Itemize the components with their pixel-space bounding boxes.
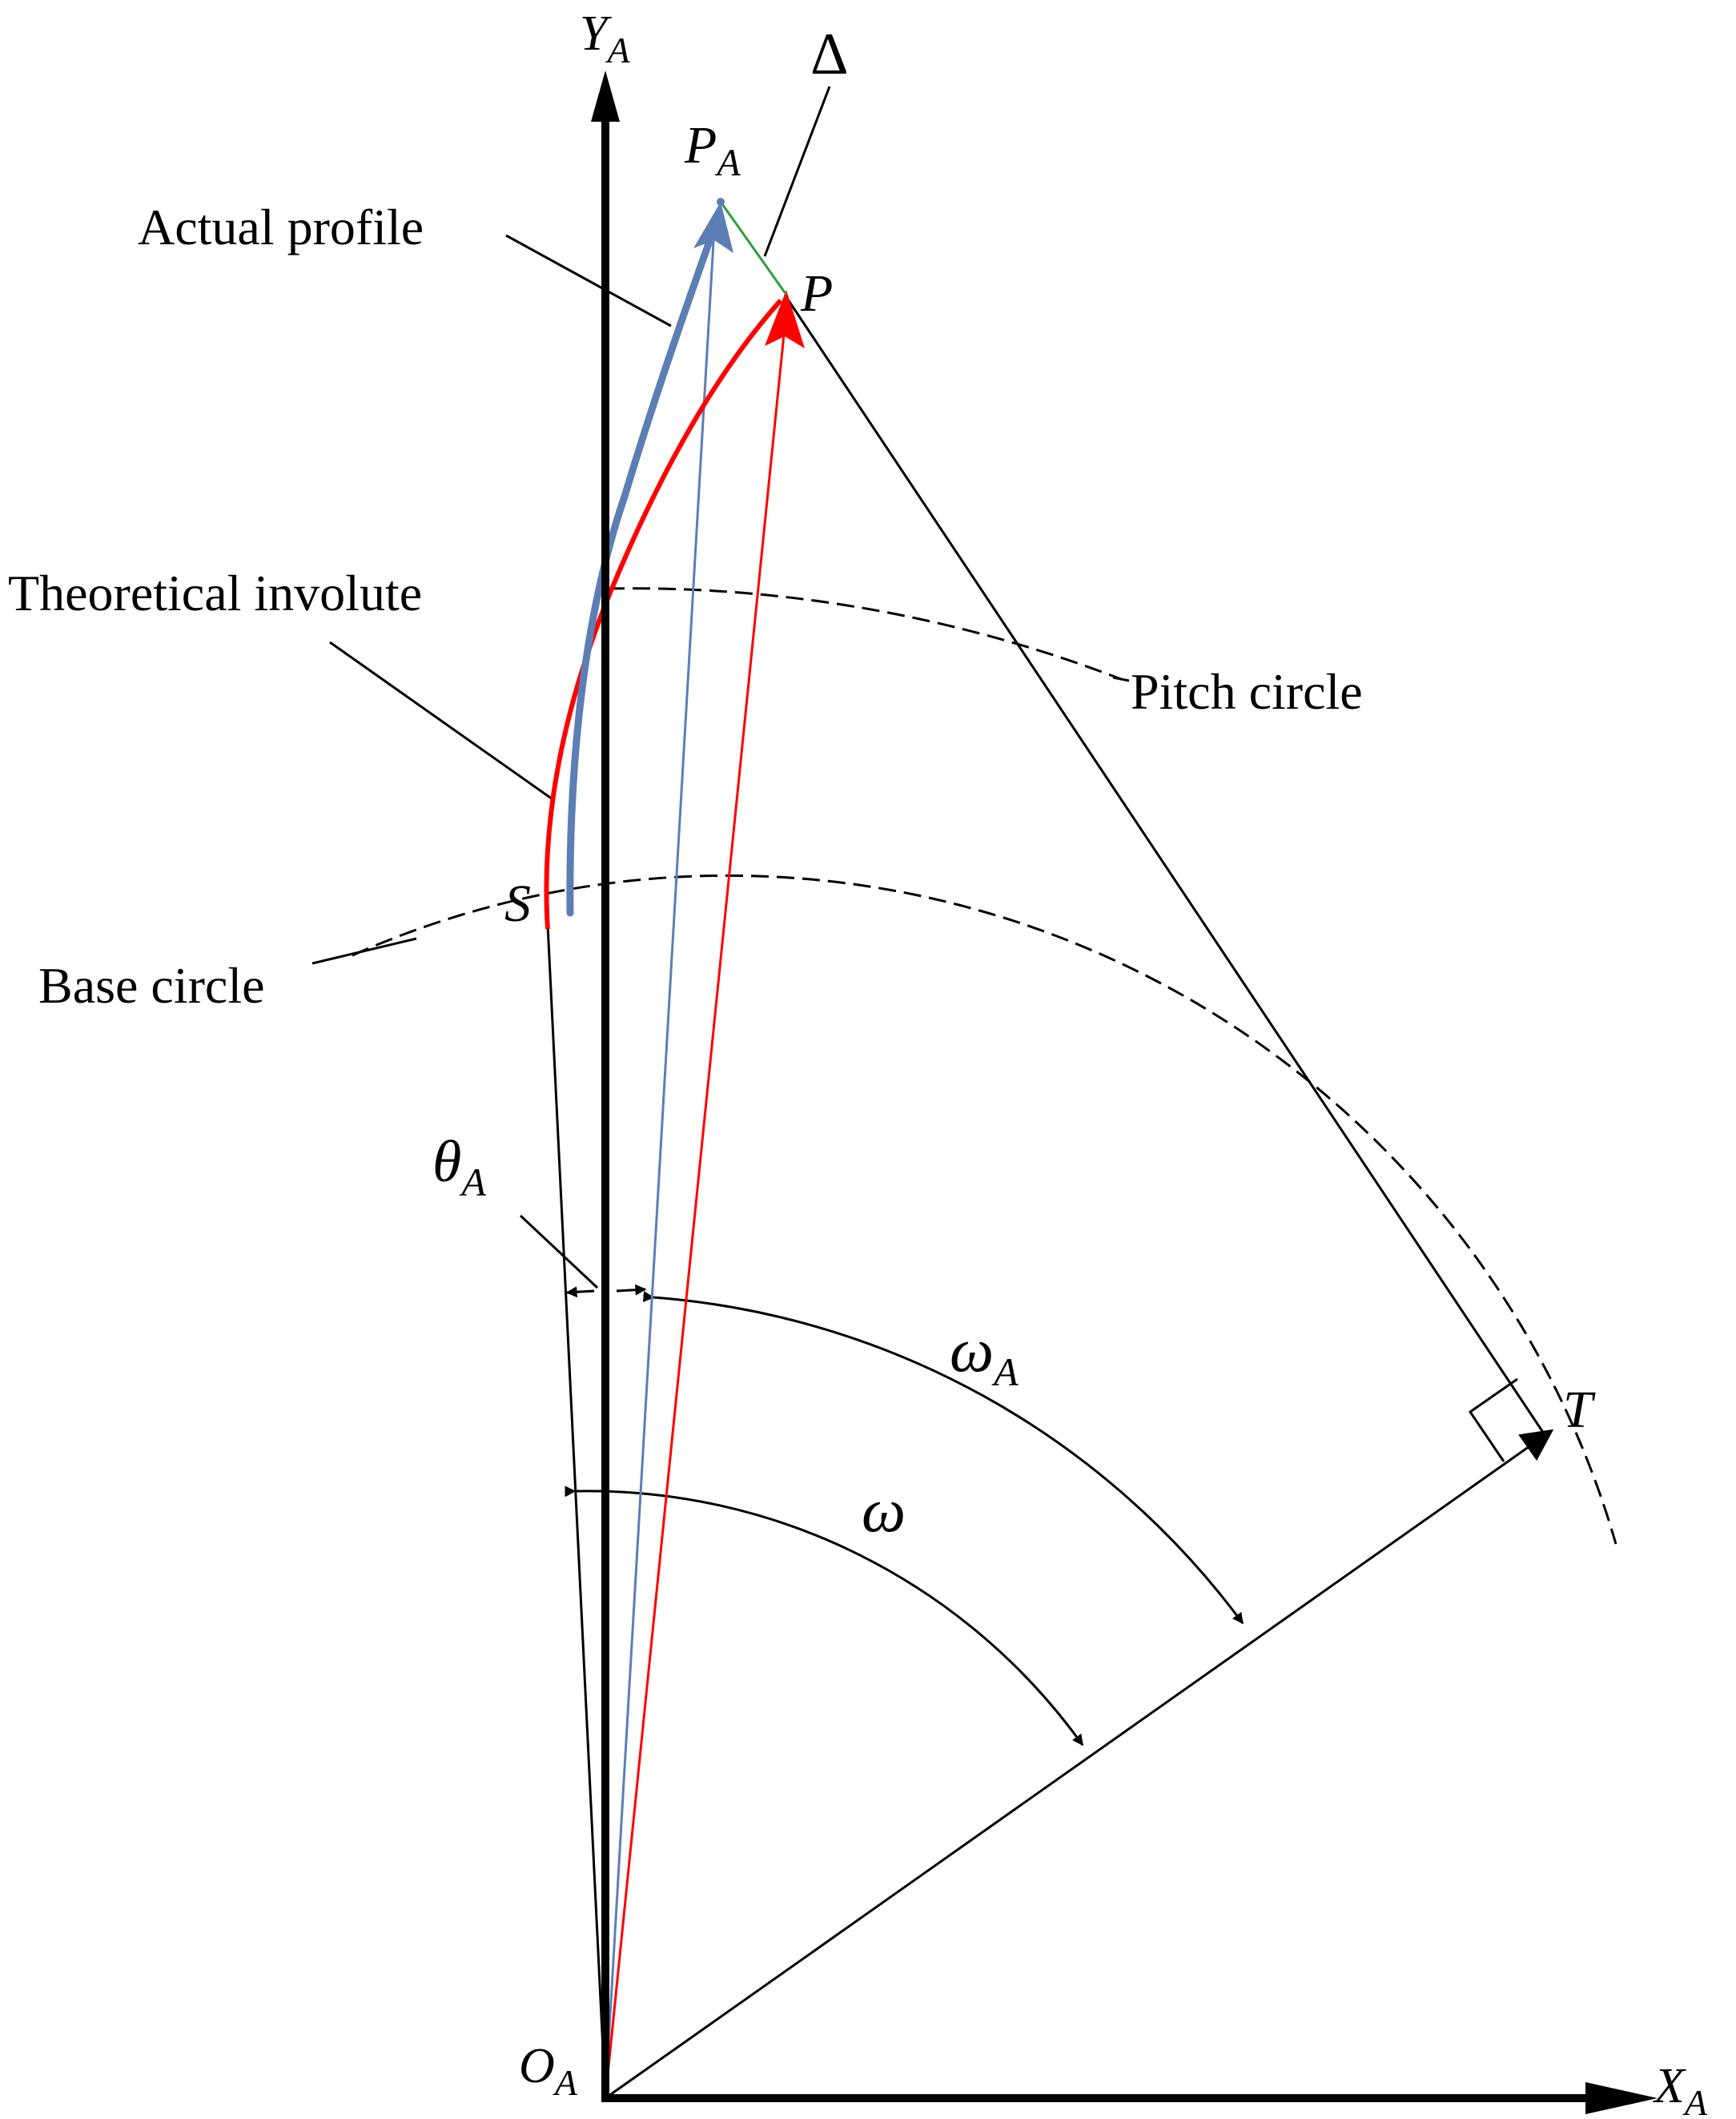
theoretical-involute-arrowhead xyxy=(765,290,805,348)
point-pa-label: PA xyxy=(684,116,741,184)
line-origin-to-s xyxy=(546,924,607,2099)
angle-arc-omega xyxy=(565,1486,1084,1747)
pitch-circle-label: Pitch circle xyxy=(1131,663,1363,720)
theta-a-label: θA xyxy=(432,1129,486,1204)
actual-profile-curve xyxy=(566,228,717,917)
point-t-label: T xyxy=(1563,1381,1596,1439)
delta-segment xyxy=(719,201,788,296)
x-axis-label: XA xyxy=(1652,2059,1708,2119)
omega-a-label: ωA xyxy=(950,1315,1019,1394)
leader-delta xyxy=(763,86,831,257)
right-angle-mark xyxy=(1468,1377,1518,1462)
theoretical-involute-label: Theoretical involute xyxy=(8,565,422,621)
pitch-circle-arc xyxy=(606,587,1122,681)
base-circle-label: Base circle xyxy=(38,957,265,1014)
theta-a-arrow-right xyxy=(616,1284,647,1296)
point-pa-dot xyxy=(717,198,725,206)
x-axis-arrowhead xyxy=(1585,2082,1658,2114)
vector-origin-to-pa xyxy=(604,214,717,2099)
leader-theoretical-involute xyxy=(329,641,553,801)
actual-profile-label: Actual profile xyxy=(138,199,424,255)
line-origin-to-t xyxy=(605,1429,1554,2100)
y-axis-label: YA xyxy=(580,6,630,70)
leader-base-circle xyxy=(311,937,417,965)
theoretical-involute-curve xyxy=(544,299,783,930)
origin-label: OA xyxy=(519,2039,578,2103)
leader-pitch-circle xyxy=(1112,676,1130,682)
point-p-label: P xyxy=(800,264,833,323)
theta-a-arrow-left xyxy=(565,1286,595,1298)
theta-a-leader xyxy=(519,1214,599,1289)
y-axis-arrowhead xyxy=(591,70,620,122)
base-circle-arc xyxy=(352,874,1617,1545)
line-tangent-t-to-p xyxy=(783,294,1545,1434)
leader-actual-profile xyxy=(505,234,672,328)
vector-origin-to-p xyxy=(604,310,788,2099)
point-s-label: S xyxy=(504,875,531,933)
angle-arc-omega-a xyxy=(642,1291,1244,1625)
delta-label: Δ xyxy=(810,22,849,87)
actual-profile-arrowhead xyxy=(693,202,733,253)
omega-label: ω xyxy=(862,1475,906,1545)
